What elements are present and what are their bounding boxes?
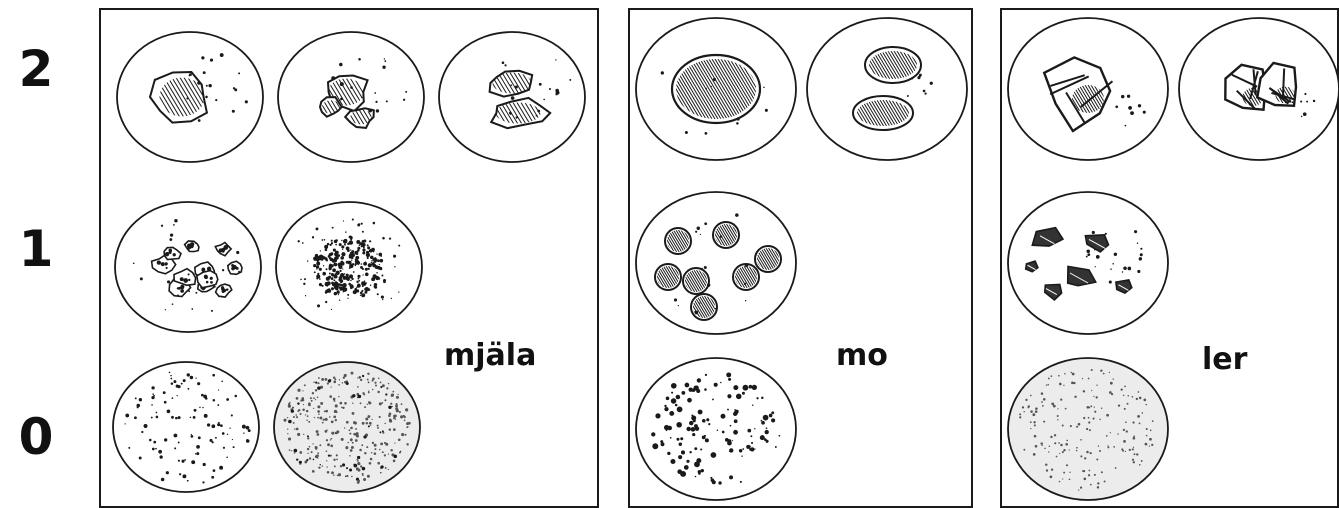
dish-mjala-score0-b: [272, 360, 422, 494]
row-label-1: 1: [6, 224, 66, 274]
dish-mo-score2-a: [634, 16, 798, 162]
row-label-0: 0: [6, 412, 66, 462]
panel-mjala: mjäla: [99, 8, 599, 508]
dish-mo-score0-a: [634, 356, 798, 502]
dish-mjala-score1-b: [274, 200, 424, 334]
dish-mjala-score2-a: [115, 30, 265, 164]
dish-mjala-score2-b: [276, 30, 426, 164]
panel-label-ler: ler: [1202, 345, 1247, 375]
dish-ler-score0-a: [1006, 356, 1170, 502]
panel-label-mo: mo: [836, 341, 888, 371]
dish-mo-score1-a: [634, 190, 798, 336]
dish-mjala-score2-c: [437, 30, 587, 164]
dish-ler-score2-b: [1177, 16, 1339, 162]
dish-ler-score2-a: [1006, 16, 1170, 162]
panel-label-mjala: mjäla: [444, 341, 536, 371]
dish-mo-score2-b: [805, 16, 969, 162]
dish-ler-score1-a: [1006, 190, 1170, 336]
dish-mjala-score0-a: [111, 360, 261, 494]
row-label-2: 2: [6, 44, 66, 94]
dish-mjala-score1-a: [113, 200, 263, 334]
panel-ler: ler: [1000, 8, 1339, 508]
panel-mo: mo: [628, 8, 973, 508]
